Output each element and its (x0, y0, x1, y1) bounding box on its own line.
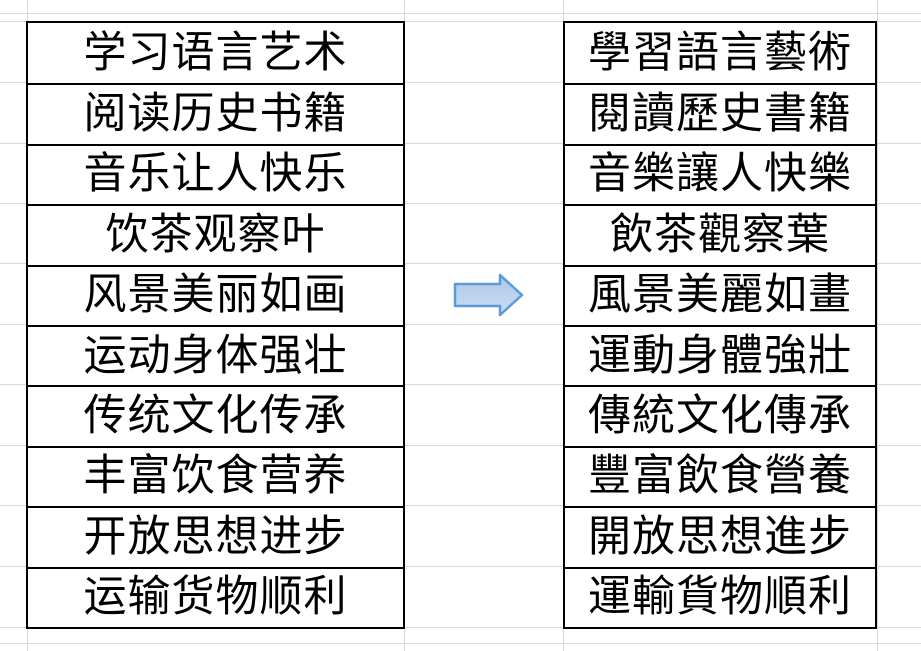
table-cell-traditional[interactable]: 傳統文化傳承 (565, 385, 875, 445)
table-cell-simplified[interactable]: 音乐让人快乐 (28, 143, 403, 204)
table-cell-simplified[interactable]: 运输货物顺利 (28, 566, 403, 627)
table-cell-traditional[interactable]: 運輸貨物順利 (565, 566, 875, 627)
gridline-horizontal (0, 203, 921, 204)
table-cell-traditional[interactable]: 風景美麗如畫 (565, 264, 875, 325)
gridline-horizontal (0, 566, 921, 567)
gridline-horizontal (0, 21, 921, 22)
gridline-horizontal (0, 384, 921, 385)
table-cell-simplified[interactable]: 传统文化传承 (28, 385, 403, 445)
table-cell-simplified[interactable]: 学习语言艺术 (83, 28, 348, 77)
table-cell-simplified[interactable]: 丰富饮食营养 (28, 445, 403, 506)
gridline-horizontal (0, 627, 921, 628)
table-cell-simplified[interactable]: 饮茶观察叶 (28, 204, 403, 264)
table-cell-traditional[interactable]: 閱讀歷史書籍 (565, 83, 875, 143)
gridline-horizontal (0, 263, 921, 264)
table-cell-traditional[interactable]: 開放思想進步 (565, 506, 875, 566)
table-cell-traditional[interactable]: 豐富飲食營養 (565, 445, 875, 506)
right-arrow-icon[interactable] (453, 273, 525, 317)
table-cell-simplified[interactable]: 开放思想进步 (28, 506, 403, 566)
simplified-chinese-table: 学习语言艺术 阅读历史书籍 音乐让人快乐 饮茶观察叶 风景美丽如画 运动身体强壮… (26, 21, 405, 629)
traditional-chinese-table: 學習語言藝術 閱讀歷史書籍 音樂讓人快樂 飲茶觀察葉 風景美麗如畫 運動身體強壯… (563, 21, 877, 629)
table-cell-simplified[interactable]: 阅读历史书籍 (28, 83, 403, 143)
gridline-horizontal (0, 505, 921, 506)
table-cell-traditional[interactable]: 學習語言藝術 (588, 28, 852, 77)
table-cell-simplified[interactable]: 运动身体强壮 (28, 325, 403, 385)
table-cell-traditional[interactable]: 音樂讓人快樂 (565, 143, 875, 204)
gridline-horizontal (0, 82, 921, 83)
table-cell-traditional[interactable]: 運動身體強壯 (565, 325, 875, 385)
gridline-horizontal (0, 445, 921, 446)
gridline-horizontal (0, 324, 921, 325)
gridline-horizontal (0, 13, 921, 14)
table-cell-simplified[interactable]: 风景美丽如画 (28, 264, 403, 325)
gridline-horizontal (0, 643, 921, 644)
table-cell-traditional[interactable]: 飲茶觀察葉 (565, 204, 875, 264)
gridline-horizontal (0, 143, 921, 144)
gridline-vertical (877, 0, 878, 651)
